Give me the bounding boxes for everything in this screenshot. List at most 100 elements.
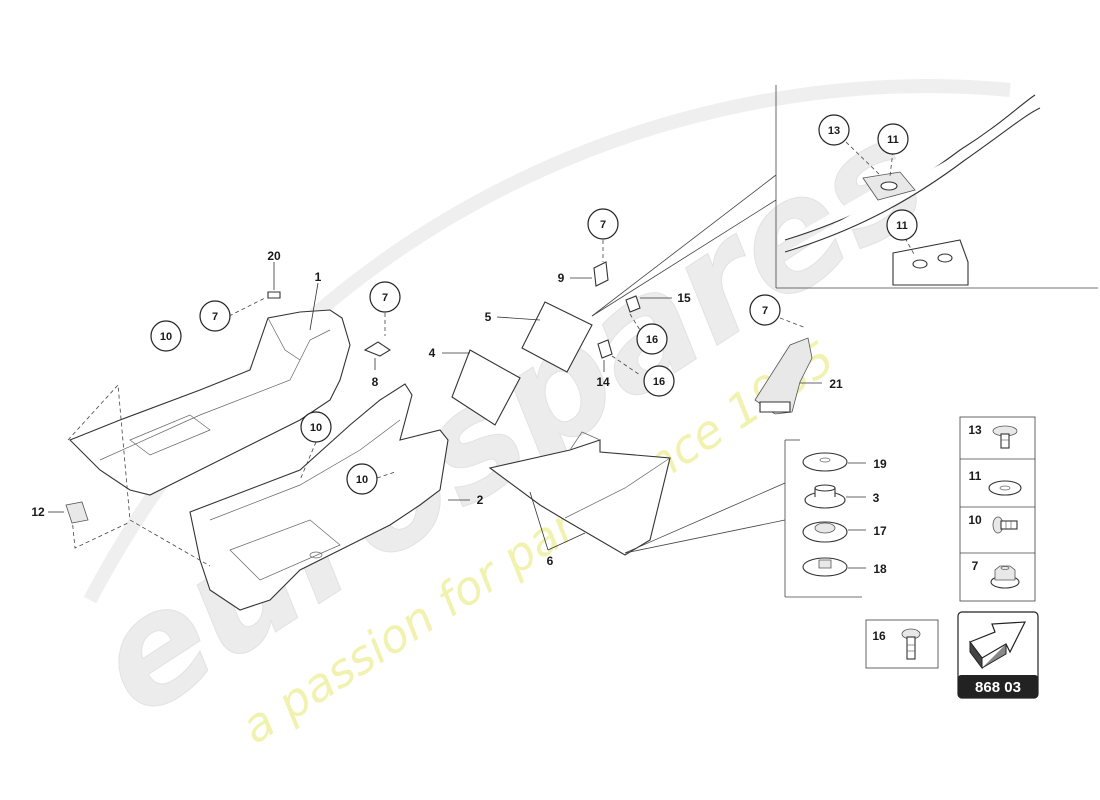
label-8: 8: [372, 375, 379, 389]
part-20-clip: [267, 291, 281, 299]
reference-box: 868 03: [957, 611, 1039, 699]
svg-text:7: 7: [762, 305, 768, 317]
label-2: 2: [477, 493, 484, 507]
legend-washer-icon: [988, 480, 1022, 496]
leader-5: [496, 316, 541, 321]
callout-10-left: 10: [150, 320, 182, 352]
leader-16a: [629, 313, 641, 331]
panel-6-outline: [488, 439, 671, 556]
svg-text:7: 7: [382, 292, 388, 304]
legend-label-13: 13: [968, 423, 982, 437]
label-3: 3: [873, 491, 880, 505]
bracket-21-base: [759, 401, 791, 413]
lower-trim-outline: [189, 383, 449, 611]
svg-text:11: 11: [887, 134, 899, 146]
label-21: 21: [829, 377, 843, 391]
dashed-outline-left: [67, 384, 211, 567]
label-20: 20: [267, 249, 281, 263]
part-14-clip: [597, 339, 613, 359]
label-15: 15: [677, 291, 691, 305]
washer-19-hole: [819, 457, 831, 463]
legend-16-frame: [865, 619, 939, 669]
svg-text:10: 10: [356, 474, 368, 486]
label-19: 19: [873, 457, 887, 471]
lower-trim-pocket: [229, 519, 341, 581]
leader-inset-11b: [904, 237, 916, 257]
reference-label-bg: [958, 675, 1038, 698]
svg-text:7: 7: [600, 219, 606, 231]
tunnel-trim-inner: [99, 329, 331, 461]
part-6-underbody-panel: [488, 431, 671, 556]
inset-detail: [591, 85, 1098, 317]
callout-7-right: 7: [749, 294, 781, 326]
legend-push-rivet-icon: [992, 425, 1018, 449]
svg-text:7: 7: [212, 311, 218, 323]
legend-label-16: 16: [872, 629, 886, 643]
callout-10-mid: 10: [300, 411, 332, 443]
svg-text:10: 10: [310, 422, 322, 434]
part-4-panel: [451, 349, 521, 426]
tunnel-trim-outline: [69, 309, 351, 496]
label-17: 17: [873, 524, 887, 538]
leader-7a: [228, 297, 266, 317]
part-15-clip: [625, 295, 641, 313]
legend-label-7: 7: [972, 559, 979, 573]
svg-text:16: 16: [653, 376, 665, 388]
grommet-3-cap: [814, 484, 836, 492]
inset-leader-upper: [591, 174, 777, 317]
part-12-clip: [48, 501, 89, 524]
clip-12-shape: [65, 501, 89, 524]
part-2-lower-trim: [189, 383, 449, 611]
callouts: 7 7 7 7 10 10 10 16: [150, 114, 918, 495]
legend-bolt-icon: [901, 628, 921, 660]
callout-16-lower: 16: [643, 365, 675, 397]
svg-text:10: 10: [160, 331, 172, 343]
fastener-legend: 13 11 10 7 16: [865, 416, 1036, 669]
legend-flange-nut-icon: [990, 565, 1020, 589]
plain-labels: 20 1 8 4 5 9 15 14 12 2 6 21 19 3 17 18: [31, 249, 887, 576]
callout-11-inset-lower: 11: [886, 209, 918, 241]
inset-panel-edge-inner: [784, 107, 1041, 253]
label-9: 9: [558, 271, 565, 285]
label-5: 5: [485, 310, 492, 324]
direction-arrow-icon: [969, 621, 1027, 670]
callout-13-inset: 13: [818, 114, 850, 146]
leader-6: [529, 491, 549, 551]
leader-1: [309, 282, 319, 331]
callout-7-top: 7: [587, 208, 619, 240]
part-5-panel: [521, 301, 593, 373]
label-1: 1: [315, 270, 322, 284]
washer-group: [624, 439, 866, 598]
inset-washer-upper: [880, 181, 898, 191]
callout-16-upper: 16: [636, 323, 668, 355]
legend-label-10: 10: [968, 513, 982, 527]
leader-6b: [547, 532, 586, 551]
callout-11-inset-upper: 11: [877, 123, 909, 155]
legend-screw-icon: [992, 516, 1018, 534]
leader-10c: [376, 471, 396, 479]
svg-text:13: 13: [828, 125, 840, 137]
inset-washer-lower-a: [912, 259, 928, 269]
washer-leader-b: [624, 519, 786, 554]
panel-6-fold: [564, 457, 671, 519]
label-6: 6: [547, 554, 554, 568]
lower-trim-inner: [209, 419, 401, 521]
inset-washer-lower-b: [937, 253, 953, 263]
tunnel-trim-fold: [267, 317, 301, 361]
inset-leader-lower: [591, 199, 777, 317]
washer-leader-a: [624, 482, 786, 554]
svg-text:11: 11: [896, 220, 908, 232]
leader-inset-13: [845, 141, 881, 176]
part-9-clip: [593, 261, 609, 287]
label-12: 12: [31, 505, 45, 519]
part-8-clip: [363, 341, 392, 357]
part-1-tunnel-trim: [69, 309, 351, 496]
label-4: 4: [429, 346, 436, 360]
reference-code: 868 03: [975, 679, 1021, 696]
lower-trim-hole: [309, 551, 323, 559]
leader-16b: [611, 355, 641, 376]
callout-7-left: 7: [199, 300, 231, 332]
leader-7d: [779, 317, 807, 329]
dashed-outline-12: [71, 517, 131, 549]
